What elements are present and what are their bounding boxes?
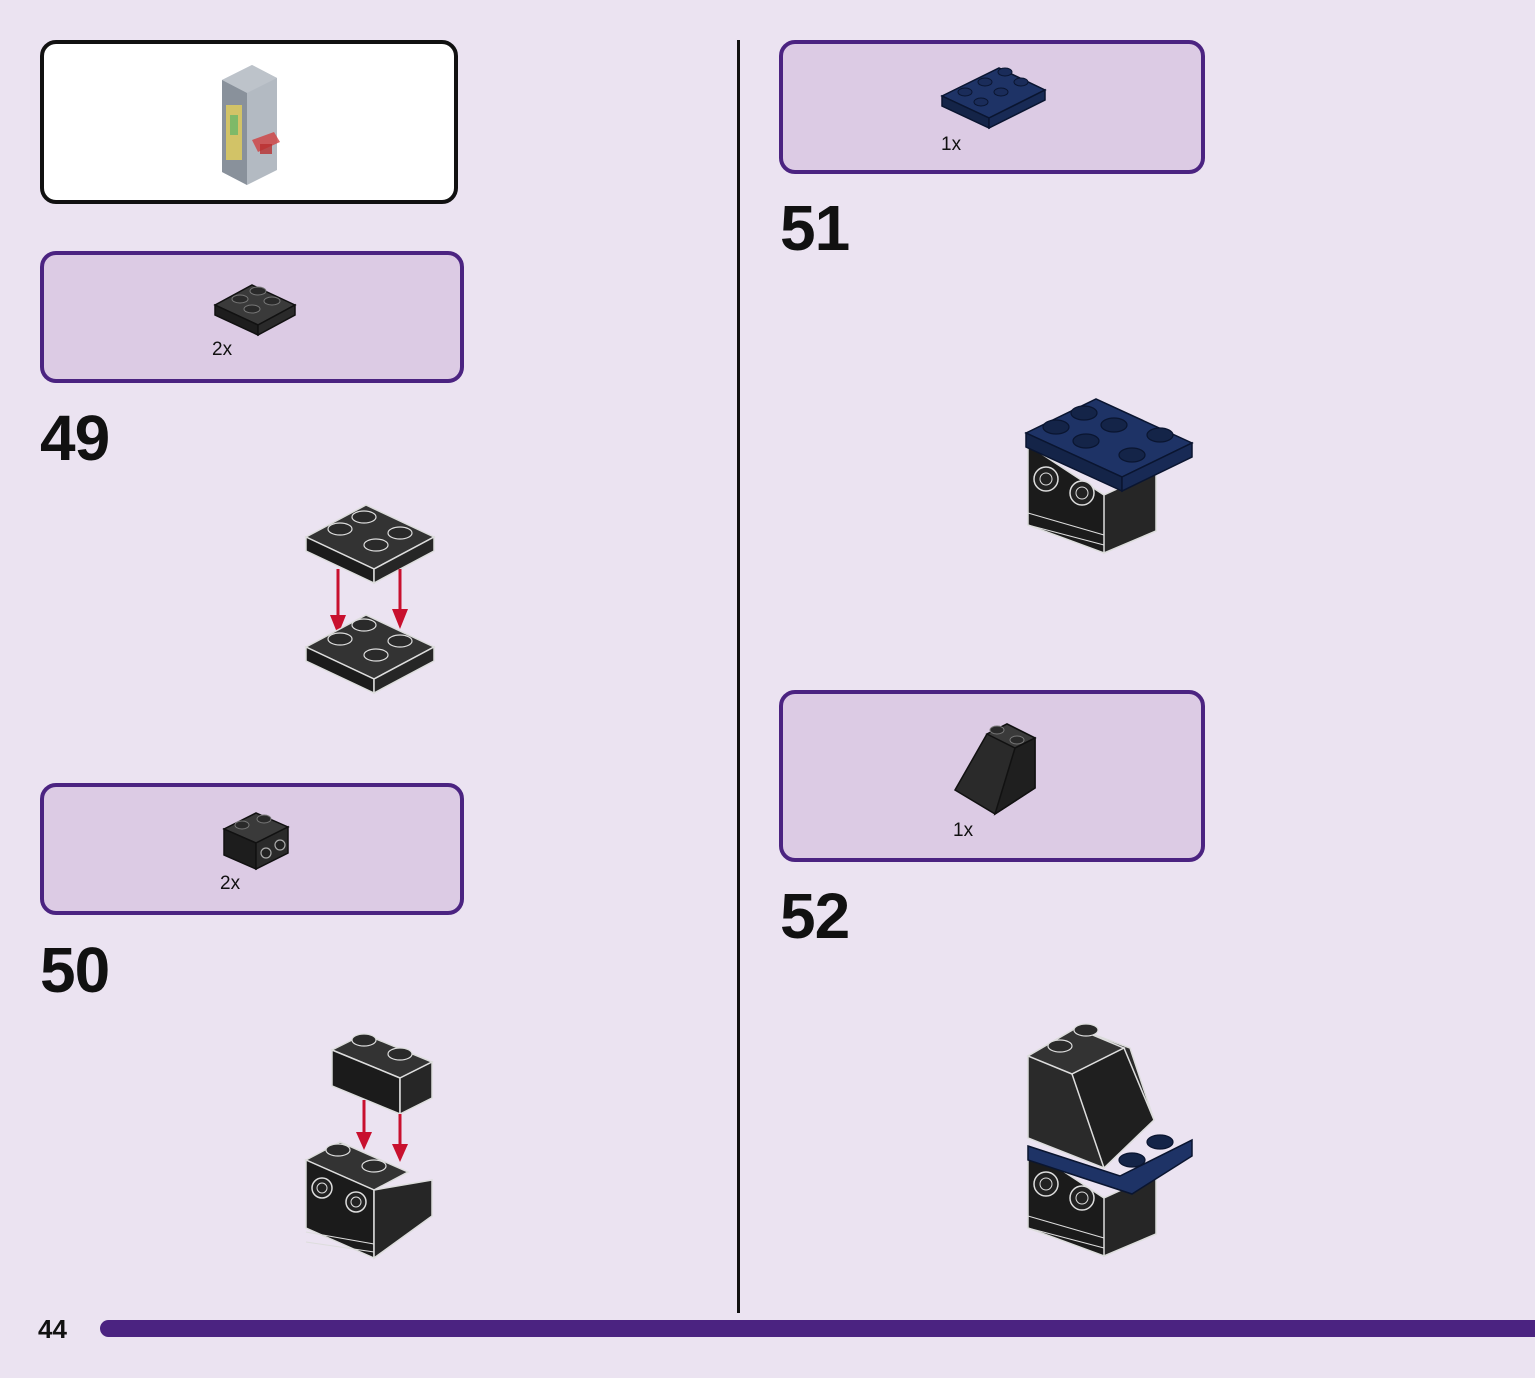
parts-box-step-52: 1x [779, 690, 1205, 862]
footer-bar [100, 1320, 1535, 1337]
part-quantity: 1x [941, 134, 962, 155]
column-divider [737, 40, 740, 1313]
plate-2x3-dark-blue-icon [940, 67, 1047, 130]
step-50-assembly-illustration [304, 1033, 434, 1260]
step-number-51: 51 [780, 192, 850, 264]
parts-box-step-49: 2x [40, 251, 464, 383]
step-number-50: 50 [40, 934, 110, 1006]
parts-box-step-51: 1x [779, 40, 1205, 174]
step-52-assembly-illustration [1026, 1023, 1193, 1258]
plate-2x2-black-icon [213, 284, 297, 337]
part-quantity: 2x [220, 873, 241, 894]
slope-2x2-black-icon [953, 723, 1037, 816]
parts-box-step-50: 2x [40, 783, 464, 915]
step-number-49: 49 [40, 402, 110, 474]
step-number-52: 52 [780, 880, 850, 952]
brick-1x2-with-side-studs-black-icon [222, 812, 290, 871]
part-quantity: 2x [212, 339, 233, 360]
part-quantity: 1x [953, 820, 974, 841]
page-number: 44 [38, 1314, 67, 1344]
step-51-assembly-illustration [1024, 398, 1194, 555]
preview-box [40, 40, 458, 204]
step-49-assembly-illustration [304, 504, 436, 695]
arcade-cabinet-icon [222, 65, 280, 185]
